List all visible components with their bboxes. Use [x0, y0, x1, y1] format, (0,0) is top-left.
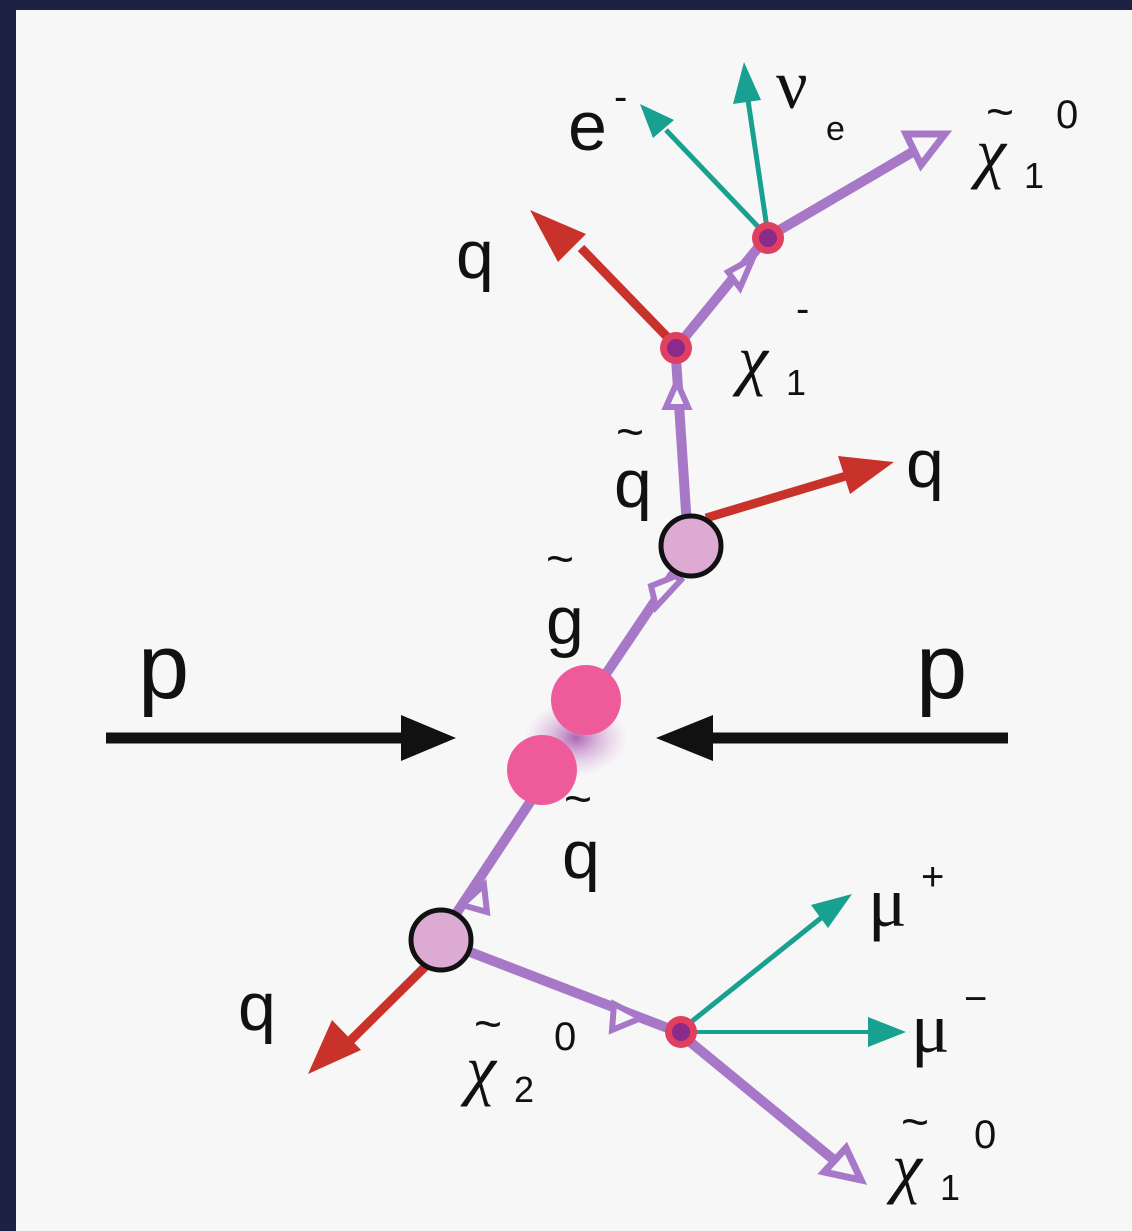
- quark-top-label: q: [456, 217, 494, 293]
- svg-text:q: q: [614, 446, 652, 522]
- neutrino-label: ν e: [776, 47, 845, 148]
- neutralino2-label: ~ χ 2 0: [460, 998, 576, 1110]
- neutrino-line: [733, 62, 771, 236]
- quark-upper-right-label: q: [906, 426, 944, 502]
- svg-text:~: ~: [616, 406, 644, 459]
- svg-text:+: +: [921, 855, 944, 899]
- muon-plus-label: μ +: [868, 855, 944, 942]
- proton-beam-left: [106, 715, 456, 761]
- proton-beam-right: [656, 715, 1008, 761]
- svg-text:~: ~: [546, 533, 574, 586]
- vertex-neutralino-top: [752, 222, 784, 254]
- susy-decay-diagram: p p ~ g ~ q ~ q q q q χ 1 - e - ν e ~ χ …: [106, 47, 1078, 1208]
- svg-text:g: g: [546, 583, 584, 659]
- collision-point: [507, 665, 628, 805]
- muon-minus-line: [681, 1017, 906, 1047]
- vertex-chargino: [660, 332, 692, 364]
- squark-upper-label: ~ q: [614, 406, 652, 522]
- svg-text:0: 0: [974, 1113, 996, 1157]
- squark-lower-line: [439, 775, 551, 935]
- svg-text:χ: χ: [460, 1031, 498, 1107]
- quark-bottom-label: q: [238, 969, 276, 1045]
- svg-text:−: −: [964, 977, 987, 1021]
- svg-text:2: 2: [514, 1069, 534, 1110]
- neutralino1-bottom-label: ~ χ 1 0: [886, 1096, 996, 1208]
- quark-top-line: [530, 210, 678, 348]
- electron-label: e -: [568, 75, 627, 165]
- chargino-label: χ 1 -: [732, 287, 809, 403]
- svg-text:-: -: [796, 287, 809, 331]
- svg-text:q: q: [562, 817, 600, 893]
- svg-text:χ: χ: [732, 321, 770, 397]
- svg-text:1: 1: [940, 1167, 960, 1208]
- svg-text:1: 1: [786, 362, 806, 403]
- quark-upper-right-line: [704, 456, 894, 523]
- svg-text:μ: μ: [868, 862, 907, 942]
- neutralino1-top-label: ~ χ 1 0: [970, 86, 1078, 196]
- muon-minus-label: μ −: [911, 977, 987, 1068]
- proton-right-label: p: [916, 616, 967, 718]
- svg-text:χ: χ: [886, 1129, 924, 1205]
- svg-text:~: ~: [474, 998, 502, 1051]
- svg-text:e: e: [568, 87, 607, 165]
- vertex-neutralino2: [665, 1016, 697, 1048]
- svg-text:0: 0: [554, 1015, 576, 1059]
- svg-text:μ: μ: [911, 988, 950, 1068]
- vertex-squark-lower: [408, 907, 474, 973]
- svg-text:χ: χ: [970, 114, 1008, 190]
- diagram-frame: p p ~ g ~ q ~ q q q q χ 1 - e - ν e ~ χ …: [16, 10, 1132, 1231]
- svg-text:-: -: [614, 75, 627, 119]
- proton-left-label: p: [138, 616, 189, 718]
- svg-text:ν: ν: [776, 47, 808, 124]
- svg-text:1: 1: [1024, 155, 1044, 196]
- svg-text:e: e: [826, 110, 845, 148]
- chargino-line: [672, 234, 770, 352]
- svg-text:0: 0: [1056, 93, 1078, 137]
- squark-upper-line: [661, 357, 693, 543]
- gluino-label: ~ g: [546, 533, 584, 659]
- svg-text:~: ~: [986, 86, 1014, 139]
- squark-lower-label: ~ q: [562, 773, 600, 893]
- neutralino1-bottom-line: [674, 1028, 868, 1185]
- neutralino2-line: [442, 937, 680, 1037]
- quark-bottom-line: [308, 950, 442, 1074]
- muon-plus-line: [679, 894, 852, 1032]
- neutralino1-top-line: [763, 130, 953, 243]
- svg-text:~: ~: [564, 773, 592, 826]
- vertex-squark-upper: [658, 513, 724, 579]
- electron-line: [640, 104, 768, 237]
- svg-text:~: ~: [901, 1096, 929, 1149]
